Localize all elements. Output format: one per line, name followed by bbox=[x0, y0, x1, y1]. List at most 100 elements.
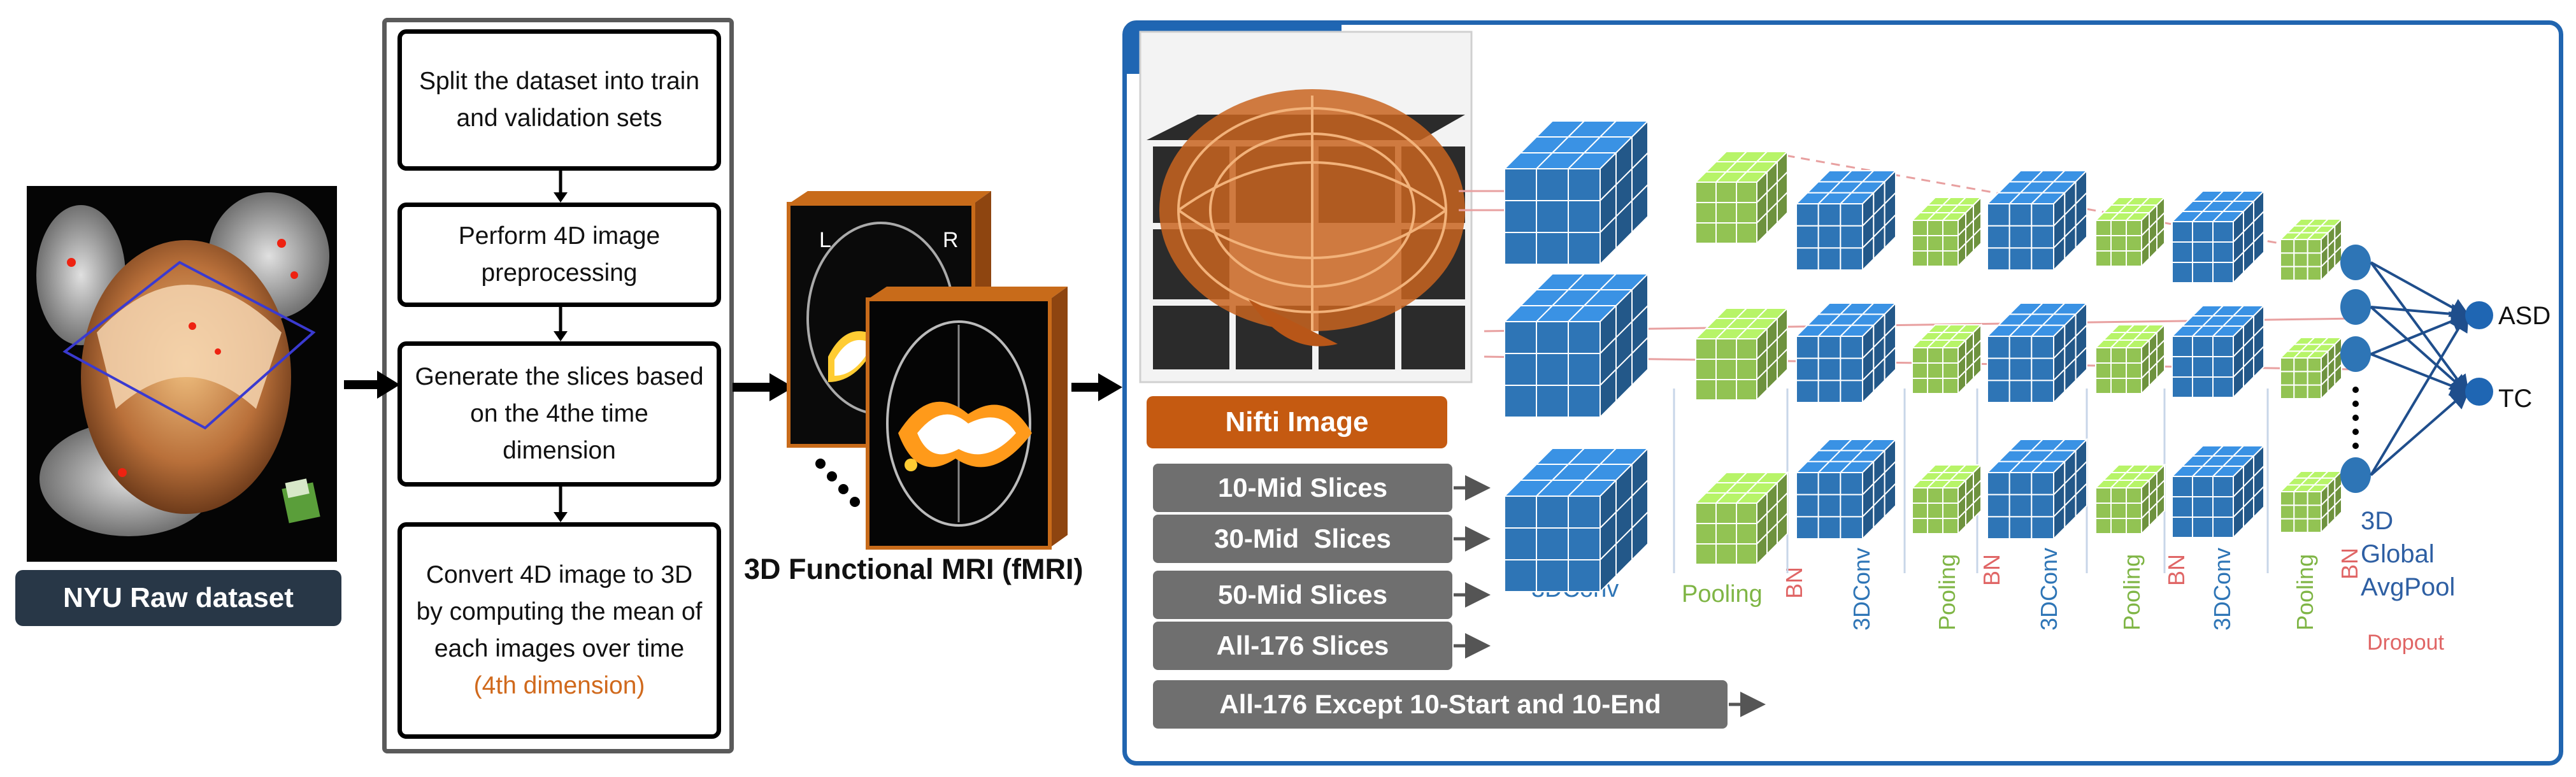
pool-cube-col2-top-front bbox=[1736, 222, 1757, 244]
conv-cube-col7-bottom-front bbox=[2192, 496, 2214, 518]
pool-cube-col6-mid-front bbox=[2110, 378, 2127, 394]
pool-cube-col4-bottom-front bbox=[1942, 503, 1959, 519]
fmri-label: 3D Functional MRI (fMRI) bbox=[744, 553, 1084, 585]
conv-cube-col3-bottom-front bbox=[1817, 494, 1842, 518]
conv-cube-col5-bottom-front bbox=[2031, 472, 2054, 495]
pool-cube-col8-top-front bbox=[2280, 239, 2295, 254]
conv-cube-col3-bottom-front bbox=[1796, 472, 1819, 495]
pool-cube-col4-bottom-front bbox=[1942, 518, 1959, 534]
conv-cube-col3-bottom-front bbox=[1817, 516, 1842, 539]
conv-cube-col1-bottom-front bbox=[1504, 527, 1537, 560]
nifti-brain-illustration bbox=[1139, 31, 1473, 383]
conv-cube-col1-bottom-front bbox=[1504, 495, 1537, 529]
conv-cube-col1-bottom-front bbox=[1536, 495, 1569, 529]
pool-cube-col2-top-front bbox=[1695, 222, 1717, 244]
pool-cube-col4-mid-side bbox=[1973, 353, 1982, 380]
pool-cube-col8-mid-front bbox=[2293, 384, 2308, 399]
conv-cube-col7-top-front bbox=[2192, 241, 2214, 263]
conv-cube-col7-bottom-front bbox=[2212, 476, 2234, 497]
slice-option-30-mid: 30-Mid Slices bbox=[1153, 515, 1452, 563]
step-split-dataset: Split the dataset into train and validat… bbox=[397, 29, 721, 171]
conv-cube-col3-bottom-front bbox=[1840, 516, 1863, 539]
pool-cube-col2-mid-front bbox=[1695, 338, 1717, 360]
pool-cube-col4-bottom-front bbox=[1927, 503, 1943, 519]
conv-cube-col5-bottom-front bbox=[2008, 494, 2033, 518]
pool-cube-col2-top-front bbox=[1695, 182, 1717, 203]
conv-cube-col7-top-front bbox=[2172, 221, 2193, 243]
conv-cube-col3-mid-front bbox=[1796, 336, 1819, 359]
conv-cube-col7-top-side bbox=[2253, 230, 2265, 264]
conv-cube-col5-top-front bbox=[2031, 203, 2054, 227]
conv-cube-col5-mid-front bbox=[2008, 336, 2033, 359]
conv-cube-col3-top-front bbox=[1796, 203, 1819, 227]
conv-cube-col1-bottom-side bbox=[1631, 510, 1649, 562]
conv-cube-col5-bottom-front bbox=[2008, 516, 2033, 539]
conv-cube-col5-bottom-front bbox=[2031, 516, 2054, 539]
pool-cube-col4-mid-front bbox=[1942, 378, 1959, 394]
conv-cube-col1-top-front bbox=[1568, 168, 1601, 201]
fmri-right-label: R bbox=[943, 228, 959, 252]
arrow-fmri-to-cnn bbox=[1071, 373, 1122, 401]
pool-cube-col6-bottom-front bbox=[2095, 487, 2112, 504]
pool-cube-col6-top-front bbox=[2095, 235, 2112, 252]
pool-cube-col4-top-front bbox=[1942, 250, 1959, 267]
label-global-avgpool: 3D Global AvgPool bbox=[2361, 504, 2455, 604]
cube-layers bbox=[1503, 119, 2343, 594]
pool-cube-col6-bottom-front bbox=[2126, 503, 2142, 519]
conv-cube-col3-mid-front bbox=[1840, 380, 1863, 403]
pool-cube-col6-bottom-front bbox=[2126, 518, 2142, 534]
brain-mri-illustration bbox=[36, 192, 329, 536]
conv-cube-col1-bottom-front bbox=[1504, 559, 1537, 592]
output-tc: TC bbox=[2498, 385, 2533, 413]
raw-dataset-image bbox=[27, 186, 337, 562]
pool-cube-col2-mid-front bbox=[1736, 359, 1757, 380]
conv-cube-col7-mid-front bbox=[2192, 376, 2214, 398]
pool-cube-col2-mid-front bbox=[1736, 338, 1757, 360]
pool-cube-col8-top-front bbox=[2280, 266, 2295, 281]
conv-cube-col5-top-front bbox=[1987, 247, 2010, 271]
conv-cube-col1-mid-front bbox=[1568, 385, 1601, 418]
arrow-step3-to-step4 bbox=[554, 487, 568, 522]
conv-cube-col3-mid-front bbox=[1817, 357, 1842, 381]
pool-cube-col4-mid-front bbox=[1942, 347, 1959, 364]
pool-cube-col6-mid-front bbox=[2126, 362, 2142, 379]
conv-cube-col5-mid-side bbox=[2075, 345, 2087, 382]
conv-cube-col5-mid-front bbox=[1987, 380, 2010, 403]
conv-cube-col7-bottom-front bbox=[2172, 517, 2193, 538]
pool-cube-col8-bottom-front bbox=[2307, 518, 2322, 533]
conv-cube-col7-mid-front bbox=[2212, 356, 2234, 378]
conv-cube-col5-bottom-front bbox=[1987, 516, 2010, 539]
conv-cube-col1-top-front bbox=[1504, 168, 1537, 201]
pool-cube-col4-top-front bbox=[1912, 220, 1928, 236]
conv-cube-col7-mid-side bbox=[2253, 345, 2265, 379]
conv-cube-col5-top-front bbox=[2031, 225, 2054, 249]
conv-cube-col5-top-side bbox=[2075, 213, 2087, 250]
pool-cube-col2-bottom-front bbox=[1736, 523, 1757, 545]
pool-cube-col6-bottom-front bbox=[2126, 487, 2142, 504]
pool-cube-col4-top-front bbox=[1942, 235, 1959, 252]
pool-cube-col4-top-front bbox=[1927, 235, 1943, 252]
conv-cube-col1-top-front bbox=[1536, 232, 1569, 265]
conv-cube-col7-mid-front bbox=[2172, 376, 2193, 398]
arrow-step2-to-step3 bbox=[554, 307, 568, 341]
pool-cube-col4-bottom-front bbox=[1927, 487, 1943, 504]
conv-cube-col5-mid-front bbox=[2008, 357, 2033, 381]
pool-cube-col2-bottom-front bbox=[1695, 523, 1717, 545]
conv-cube-col1-mid-front bbox=[1536, 321, 1569, 354]
step-convert-text: Convert 4D image to 3D by computing the … bbox=[416, 561, 703, 662]
conv-cube-col5-bottom-side bbox=[2075, 481, 2087, 518]
label-gap-line2: Global bbox=[2361, 540, 2435, 568]
label-pooling-main: Pooling bbox=[1682, 581, 1763, 608]
conv-cube-col5-bottom-front bbox=[2031, 494, 2054, 518]
pool-cube-col2-top-front bbox=[1736, 182, 1757, 203]
nifti-label: Nifti Image bbox=[1147, 396, 1447, 448]
conv-cube-col3-top-front bbox=[1840, 203, 1863, 227]
conv-cube-col5-mid-front bbox=[1987, 357, 2010, 381]
pool-cube-col4-bottom-front bbox=[1942, 487, 1959, 504]
pool-cube-col4-top-front bbox=[1927, 220, 1943, 236]
conv-cube-col7-bottom-front bbox=[2192, 517, 2214, 538]
fmri-left-label: L bbox=[819, 228, 831, 252]
cnn-frame bbox=[1122, 20, 2563, 766]
conv-cube-col7-top-front bbox=[2212, 241, 2234, 263]
